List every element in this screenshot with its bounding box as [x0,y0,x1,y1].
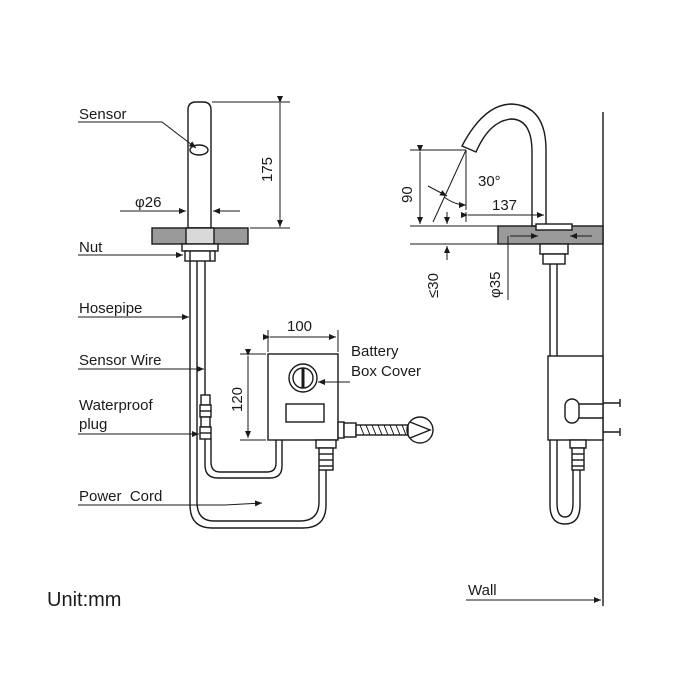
label-sensor-wire: Sensor Wire [79,352,162,369]
nut-part [181,243,219,252]
unit-note: Unit:mm [47,589,121,611]
waterproof-plug-part [200,394,211,406]
angle-valve [406,416,434,444]
battery-cover-dial [288,363,318,393]
side-battery-box [547,355,604,441]
label-sensor: Sensor [79,106,127,123]
label-waterproof: Waterproof [79,397,153,414]
mounting-shank [185,227,215,245]
spout-body [187,101,212,229]
nut-part-lower [184,250,216,262]
battery-box [267,353,339,441]
label-battery: Battery [351,343,399,360]
battery-box-window [285,403,325,423]
front-dimensions [120,96,339,441]
label-wall: Wall [468,582,497,599]
dim-100: 100 [287,318,312,335]
hosepipe-line [189,261,327,529]
front-leaders [78,121,350,507]
label-power-cord: Power Cord [79,488,162,505]
dim-le-30: ≤30 [425,273,442,298]
dim-120: 120 [229,387,246,412]
dim-137: 137 [492,197,517,214]
dim-angle-30: 30° [478,173,501,190]
side-dimensions [410,145,601,603]
front-view [151,101,434,529]
side-supply-tube [549,264,581,525]
sensor-window [189,144,209,156]
label-hosepipe: Hosepipe [79,300,142,317]
power-cord-line [204,439,283,479]
hosepipe-line-inner [196,261,320,522]
label-box-cover: Box Cover [351,363,421,380]
dim-90: 90 [399,186,416,203]
label-plug: plug [79,416,107,433]
dim-diameter-26: φ26 [135,194,161,211]
label-nut: Nut [79,239,103,256]
gooseneck-spout [461,103,547,227]
dim-diameter-35: φ35 [487,272,504,298]
side-view [461,103,621,606]
dim-175: 175 [259,157,276,182]
